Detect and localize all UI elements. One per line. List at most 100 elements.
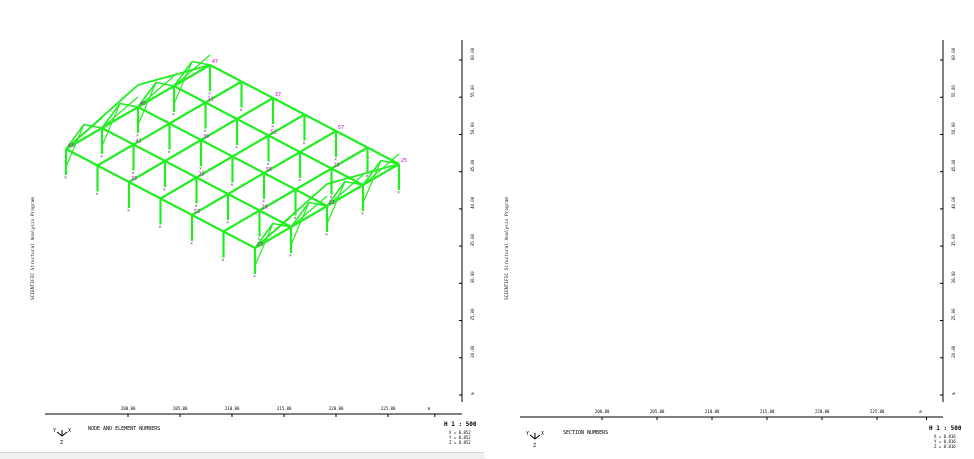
x-tick-label: 215.00 <box>277 406 292 411</box>
support-marker: × <box>136 133 139 139</box>
support-marker: × <box>231 183 234 189</box>
truss-brace <box>326 181 346 225</box>
node-label: 19 <box>334 163 340 169</box>
y-tick-label: 45.00 <box>951 159 956 172</box>
truss-chord <box>101 103 121 129</box>
right-triad-x: X <box>541 431 544 437</box>
frame-beam <box>195 176 229 195</box>
node-label: 31 <box>208 97 214 103</box>
left-triad-y: Y <box>53 428 56 434</box>
frame-beam <box>132 143 166 162</box>
support-marker: × <box>325 232 328 238</box>
node-label: 33 <box>131 176 137 182</box>
x-tick-label: 205.00 <box>173 406 188 411</box>
truss-brace <box>101 96 139 129</box>
frame-beam <box>236 118 270 137</box>
frame-beam <box>254 226 292 249</box>
frame-beam <box>173 85 207 104</box>
truss-brace <box>290 202 310 246</box>
frame-beam <box>227 172 265 195</box>
right-caption: SECTION NUMBERS <box>563 430 608 436</box>
frame-beam <box>164 139 202 162</box>
right-coord-x: X = 0.816 <box>934 434 956 439</box>
y-tick-label: 30.00 <box>470 271 475 284</box>
support-marker: × <box>262 199 265 205</box>
node-label: 53 <box>194 209 200 215</box>
left-axis-triad-icon: Y X Z <box>53 428 71 446</box>
y-tick-label: 40.00 <box>470 196 475 209</box>
y-tick-label: 55.00 <box>951 85 956 98</box>
right-triad-z: Z <box>533 443 536 449</box>
right-coord-y: Y = 0.816 <box>934 439 956 444</box>
support-marker: × <box>240 108 243 114</box>
support-marker: × <box>190 241 193 247</box>
frame-beam <box>128 160 166 183</box>
frame-beam <box>204 101 238 120</box>
support-marker: × <box>159 225 162 231</box>
frame-beam <box>65 148 99 167</box>
frame-beam <box>231 155 265 174</box>
frame-beam <box>258 209 292 228</box>
x-tick-label: 215.00 <box>760 409 775 414</box>
left-coord-x: X = 0.852 <box>449 430 471 435</box>
node-label: 55 <box>266 167 272 173</box>
support-marker: × <box>366 174 369 180</box>
node-label: 45 <box>140 101 146 107</box>
node-label: 57 <box>338 125 344 131</box>
y-tick-label: 20.00 <box>470 345 475 358</box>
frame-beam <box>200 118 238 141</box>
left-frame-model: ××××××××××××××××××××××××××××××××××× <box>64 54 401 280</box>
frame-beam <box>236 97 274 120</box>
y-tick-label: 30.00 <box>951 271 956 284</box>
frame-beam <box>101 127 135 146</box>
frame-beam <box>132 122 171 146</box>
support-marker: × <box>271 124 274 130</box>
node-label: 47 <box>212 59 218 65</box>
support-marker: × <box>208 91 211 97</box>
node-label: 23 <box>257 242 263 248</box>
support-marker: × <box>226 220 229 226</box>
truss-brace <box>254 223 274 267</box>
left-coord-z: Z = 0.852 <box>449 440 471 445</box>
x-tick-label: m <box>920 409 923 414</box>
x-tick-label: 200.00 <box>595 409 610 414</box>
frame-beam <box>222 230 256 249</box>
x-tick-label: 210.00 <box>705 409 720 414</box>
truss-brace <box>173 61 193 105</box>
support-marker: × <box>132 171 135 177</box>
frame-beam <box>164 160 198 179</box>
truss-chord <box>173 61 193 87</box>
y-tick-label: 20.00 <box>951 345 956 358</box>
left-coord-y: Y = 0.852 <box>449 435 471 440</box>
frame-beam <box>101 106 139 129</box>
frame-beam <box>258 188 297 212</box>
right-triad-y: Y <box>526 431 529 437</box>
x-tick-label: 220.00 <box>815 409 830 414</box>
left-triad-z: Z <box>60 440 63 446</box>
right-structure-plot[interactable]: ××××××××××××××××××××××××××××××××××× 60.0… <box>487 0 974 458</box>
node-label: 43 <box>68 143 74 149</box>
left-structure-plot[interactable]: ××××××××××××××××××××××××××××××××××× 4345… <box>0 0 487 458</box>
truss-chord <box>254 223 274 249</box>
right-view-pane[interactable]: ××××××××××××××××××××××××××××××××××× 60.0… <box>487 0 974 458</box>
frame-beam <box>65 127 103 150</box>
frame-beam <box>330 146 369 170</box>
support-marker: × <box>294 216 297 222</box>
right-coord-z: Z = 0.816 <box>934 444 956 449</box>
x-tick-label: 220.00 <box>329 406 344 411</box>
frame-beam <box>299 151 333 170</box>
y-tick-label: 60.00 <box>470 47 475 60</box>
y-tick-label: 35.00 <box>470 233 475 246</box>
support-marker: × <box>235 145 238 151</box>
frame-beam <box>362 163 400 186</box>
frame-beam <box>128 181 162 200</box>
frame-beam <box>191 193 229 216</box>
frame-beam <box>159 197 193 216</box>
support-marker: × <box>258 237 261 243</box>
frame-beam <box>159 176 198 200</box>
support-marker: × <box>303 141 306 147</box>
left-scale: H 1 : 500 <box>444 421 477 428</box>
